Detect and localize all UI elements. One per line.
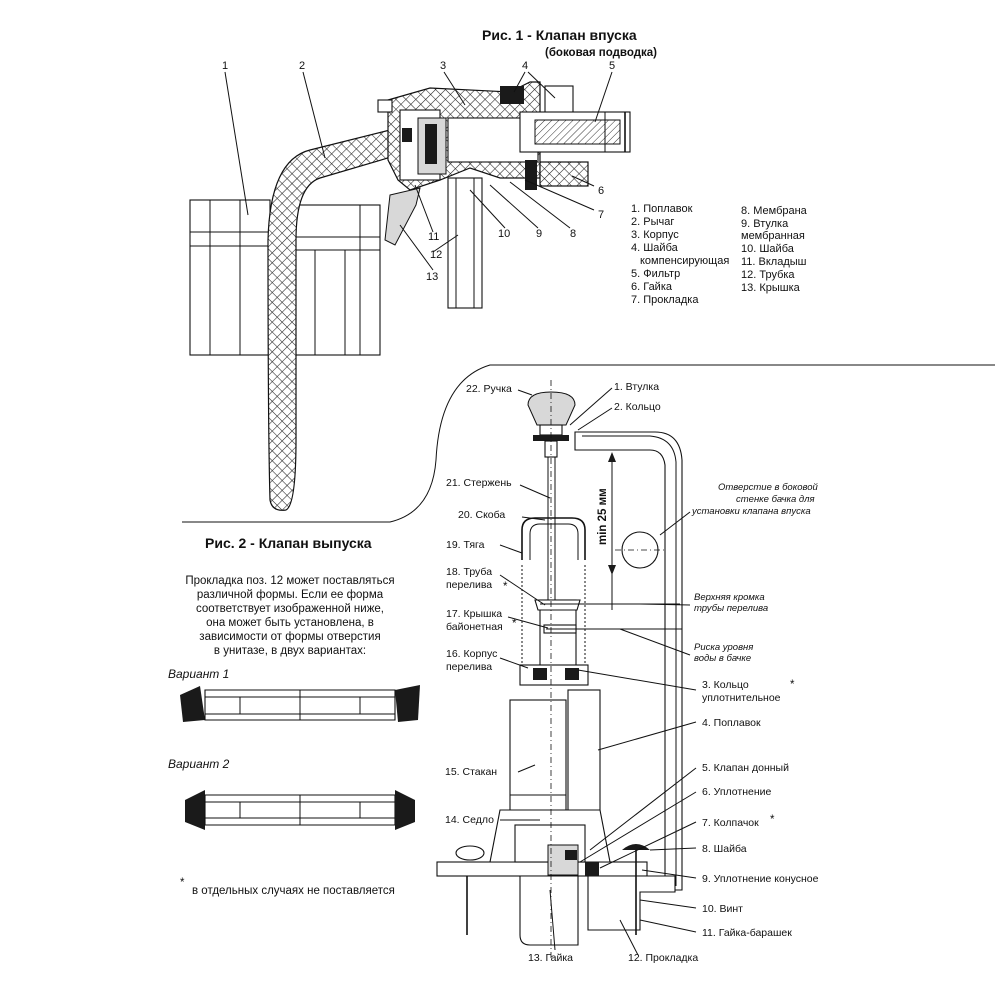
annotation-water-level: Риска уровня — [694, 642, 753, 653]
fig2-left-label: 17. Крышка — [446, 608, 502, 620]
fig1-callout: 12 — [430, 249, 442, 261]
fig2-left-label: 14. Седло — [445, 814, 494, 826]
fig2-note-line: различной формы. Если ее форма — [197, 589, 384, 601]
fig1-callout: 11 — [428, 231, 439, 243]
fig2-right-label: 8. Шайба — [702, 843, 747, 855]
annotation-overflow: трубы перелива — [694, 603, 768, 614]
fig2-left-label: 13. Гайка — [528, 952, 573, 964]
fig2-left-label: 21. Стержень — [446, 477, 512, 489]
star-mark: * — [512, 618, 517, 630]
fig2-left-leaders — [499, 389, 556, 951]
fig2-right-label: 6. Уплотнение — [702, 786, 772, 798]
fig2-drawing — [436, 380, 683, 960]
fig2-left-label: 19. Тяга — [446, 539, 485, 551]
fig2-right-label: 5. Клапан донный — [702, 762, 789, 774]
handle-part — [527, 391, 576, 426]
fig1-callout: 1 — [222, 60, 228, 72]
fig1-callout: 10 — [498, 228, 510, 240]
fig1-legend-item: 5. Фильтр — [631, 268, 680, 280]
annotation-overflow: Верхняя кромка — [694, 592, 765, 603]
fig2-right-label: 12. Прокладка — [628, 952, 698, 964]
fig2-left-label: 20. Скоба — [458, 509, 505, 521]
fig1-legend-item: 6. Гайка — [631, 281, 673, 293]
fig2-note-line: соответствует изображенной ниже, — [196, 603, 384, 615]
fig2-right-leaders — [569, 387, 697, 956]
annotation-water-level: воды в бачке — [694, 653, 751, 664]
footnote: в отдельных случаях не поставляется — [192, 885, 395, 897]
fig2-right-label: 11. Гайка-барашек — [702, 927, 792, 939]
fig2-note-line: зависимости от формы отверстия — [199, 631, 380, 643]
fig1-title: Рис. 1 - Клапан впуска — [482, 27, 637, 43]
fig1-legend-item: 12. Трубка — [741, 269, 795, 281]
fig1-callout: 4 — [522, 60, 528, 72]
fig1-callout: 2 — [299, 60, 305, 72]
fig1-leaders — [224, 71, 613, 271]
float-part — [189, 199, 381, 356]
fig2-right-label: 3. Кольцо — [702, 679, 749, 691]
fig1-legend-item: 8. Мембрана — [741, 205, 808, 217]
annotation-hole: установки клапана впуска — [691, 506, 811, 517]
figure-divider — [182, 364, 995, 523]
fig2-title: Рис. 2 - Клапан выпуска — [205, 535, 372, 551]
fig1-callout: 7 — [598, 209, 604, 221]
fig2-right-label: 9. Уплотнение конусное — [702, 873, 819, 885]
fig1-legend-item: 7. Прокладка — [631, 294, 699, 306]
fig1-legend-item: 13. Крышка — [741, 282, 801, 294]
fig2-left-label: байонетная — [446, 621, 503, 633]
fig1-legend-item: мембранная — [741, 230, 805, 242]
fig1-legend-item: 2. Рычаг — [631, 216, 674, 228]
fig1-legend-item: 1. Поплавок — [631, 203, 693, 215]
fig2-right-label: 2. Кольцо — [614, 401, 661, 413]
fig1-drawing — [189, 81, 631, 511]
star-mark: * — [790, 679, 795, 691]
fig2-note-line: она может быть установлена, в — [206, 617, 374, 629]
fig2-right-label: 10. Винт — [702, 903, 743, 915]
gasket-variant-1 — [180, 685, 420, 722]
annotation-hole: Отверстие в боковой — [718, 482, 819, 493]
fig2-right-label: 1. Втулка — [614, 381, 659, 393]
fig2-note-line: Прокладка поз. 12 может поставляться — [185, 575, 394, 587]
fig1-callout: 3 — [440, 60, 446, 72]
fig2-left-label: 16. Корпус — [446, 648, 497, 660]
fig1-legend-item: 10. Шайба — [741, 243, 795, 255]
fig2-left-label: перелива — [446, 579, 492, 591]
star-mark: * — [770, 814, 775, 826]
star-mark: * — [503, 581, 508, 593]
footnote-star: * — [180, 877, 185, 889]
fig2-right-label: 7. Колпачок — [702, 817, 759, 829]
fig1-callout: 5 — [609, 60, 615, 72]
variant-1-label: Вариант 1 — [168, 667, 229, 681]
fig1-legend-item: 9. Втулка — [741, 218, 789, 230]
fig1-legend-item: 11. Вкладыш — [741, 256, 807, 268]
fig1-callout: 13 — [426, 271, 438, 283]
fig1-callout: 8 — [570, 228, 576, 240]
fig2-left-label: перелива — [446, 661, 492, 673]
fig2-left-label: 15. Стакан — [445, 766, 497, 778]
fig1-legend-item: 4. Шайба — [631, 242, 679, 254]
fig2-left-label: 22. Ручка — [466, 383, 512, 395]
gasket-variant-2 — [185, 790, 415, 830]
annotation-hole: стенке бачка для — [736, 494, 815, 505]
fig1-legend-item: компенсирующая — [640, 255, 729, 267]
fig2-left-label: 18. Труба — [446, 566, 492, 578]
fig1-callout: 6 — [598, 185, 604, 197]
fig2-note-line: в унитазе, в двух вариантах: — [214, 645, 366, 657]
fig2-right-label: 4. Поплавок — [702, 717, 761, 729]
fig1-legend-item: 3. Корпус — [631, 229, 679, 241]
fig1-subtitle: (боковая подводка) — [545, 47, 657, 59]
fig1-callout: 9 — [536, 228, 542, 240]
variant-2-label: Вариант 2 — [168, 757, 230, 771]
fig2-right-label: уплотнительное — [702, 692, 781, 704]
dimension-label: min 25 мм — [597, 488, 609, 545]
